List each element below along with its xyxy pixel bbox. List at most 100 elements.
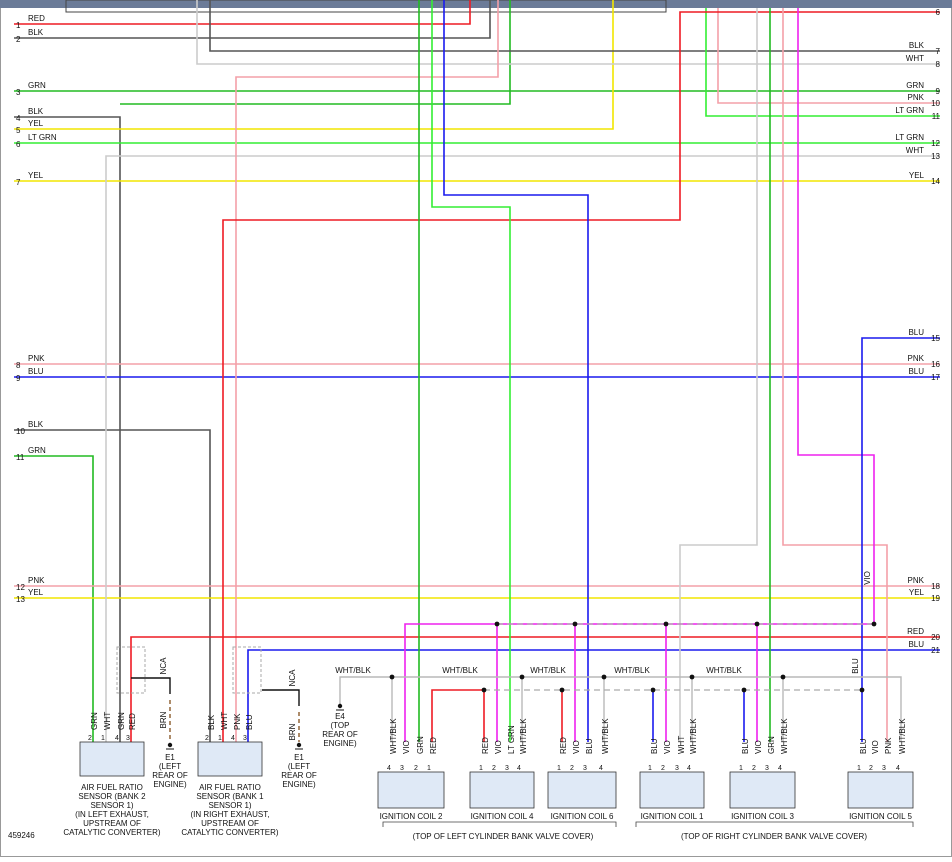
wire-whtblk-ground-bus [339,676,902,742]
left-bank-label: (TOP OF LEFT CYLINDER BANK VALVE COVER) [413,832,594,841]
e1-left-caption-1: REAR OF [152,771,188,780]
junction-dot-0 [494,621,500,627]
coil-3-name: IGNITION COIL 6 [551,812,614,821]
coil-2-name: IGNITION COIL 4 [471,812,534,821]
right-pin-number-10: 10 [931,99,940,108]
sensor-1-pin-color-1: WHT [103,712,112,730]
coil-3-pin-num-3: 4 [599,765,603,772]
e1-right-caption-0: (LEFT [288,762,310,771]
sensor-2-shield [232,646,262,694]
coil-2-pin-color-3: WHT/BLK [519,718,528,754]
e1-left-brn-label: BRN [159,711,168,728]
coil-1-pin-color-2: GRN [416,736,425,754]
wire-blk-2 [14,0,491,39]
e1-left-label: E1 [165,753,175,762]
e1-right-brn-label: BRN [288,723,297,740]
right-bank-bracket [635,821,914,827]
coil-3-body [547,771,617,809]
right-pin-number-12: 12 [931,139,940,148]
coil-1-name: IGNITION COIL 2 [380,812,443,821]
right-pin-number-16: 16 [931,360,940,369]
e1-left-caption-2: ENGINE) [153,780,187,789]
coil-4-pin-color-2: WHT [677,736,686,754]
junction-dot-5 [481,687,487,693]
coil-5-pin-num-0: 1 [739,765,743,772]
right-wire-label-13: WHT [906,146,924,155]
left-pin-number-2: 2 [16,35,21,44]
right-pin-number-9: 9 [936,87,941,96]
e1-right-caption-2: ENGINE) [282,780,316,789]
coil-1-body [377,771,445,809]
left-wire-label-13: YEL [28,588,44,597]
coil-1-pin-color-1: VIO [402,740,411,754]
left-pin-number-1: 1 [16,21,21,30]
sensor-1-pin-color-3: RED [128,713,137,730]
e4-label: E4 [335,712,345,721]
coil-3-pin-num-2: 3 [583,765,587,772]
sensor-2-pin-num-1: 1 [218,735,222,742]
left-wire-label-1: RED [28,14,45,23]
coil-3-pin-color-3: WHT/BLK [601,718,610,754]
e1-right-nca-label: NCA [288,669,297,687]
left-pin-number-13: 13 [16,595,25,604]
coil-3-pin-num-1: 2 [570,765,574,772]
left-wire-label-5: YEL [28,119,44,128]
whtblk-bus-label-4: WHT/BLK [706,666,742,675]
coil-5-name: IGNITION COIL 3 [731,812,794,821]
coil-6-pin-color-2: PNK [884,737,893,754]
right-bank-label: (TOP OF RIGHT CYLINDER BANK VALVE COVER) [681,832,867,841]
coil-1-pin-num-3: 1 [427,765,431,772]
sensor-1-pin-num-1: 1 [101,735,105,742]
junction-dot-3 [754,621,760,627]
coil-5-pin-color-3: WHT/BLK [780,718,789,754]
coil-2-pin-num-2: 3 [505,765,509,772]
left-wire-label-4: BLK [28,107,44,116]
e1-left-nca-label: NCA [159,657,168,675]
coil-6-body [847,771,914,809]
wire-grn-11 [14,455,94,742]
sensor-1-caption-2: SENSOR 1) [90,801,133,810]
left-wire-label-6: LT GRN [28,133,57,142]
coil-5-pin-num-2: 3 [765,765,769,772]
right-pin-number-17: 17 [931,373,940,382]
wire-blk-4 [14,116,121,742]
coil-1-pin-color-0: WHT/BLK [389,718,398,754]
left-pin-number-5: 5 [16,126,21,135]
junction-dot-8 [741,687,747,693]
wire-blu-15 [861,337,940,742]
left-pin-number-10: 10 [16,427,25,436]
e1-right-ground-symbol [296,742,302,748]
coil-5-pin-color-2: GRN [767,736,776,754]
coil-6-pin-color-1: VIO [871,740,880,754]
right-pin-number-7: 7 [936,47,941,56]
sensor-1-pin-color-0: GRN [90,712,99,730]
right-pin-number-15: 15 [931,334,940,343]
coil-2-pin-color-0: RED [481,737,490,754]
e1-left-lead [131,677,171,694]
coil-6-pin-num-0: 1 [857,765,861,772]
right-pin-number-18: 18 [931,582,940,591]
coil-6-name: IGNITION COIL 5 [849,812,912,821]
top-connector [65,0,667,13]
wire-pnk-sensor1 [235,0,499,742]
junction-dot-2 [663,621,669,627]
junction-dot-1 [572,621,578,627]
right-wire-label-16: PNK [908,354,925,363]
coil-5-pin-num-1: 2 [752,765,756,772]
left-wire-label-2: BLK [28,28,44,37]
left-wire-label-12: PNK [28,576,45,585]
coil-5-pin-num-3: 4 [778,765,782,772]
wire-vio-main [797,8,875,624]
e4-caption-0: (TOP [331,721,350,730]
coil-4-pin-color-1: VIO [663,740,672,754]
sensor-1-body [79,741,145,777]
wire-blk-7 [209,0,940,52]
e4-ground-symbol [337,703,343,709]
wire-wht-coil1 [679,8,758,742]
wire-red-20 [130,636,940,742]
sensor-2-pin-num-0: 2 [205,735,209,742]
right-pin-number-14: 14 [931,177,940,186]
coil-5-pin-color-0: BLU [741,738,750,754]
coil-2-pin-color-2: LT GRN [507,725,516,754]
left-pin-number-9: 9 [16,374,21,383]
